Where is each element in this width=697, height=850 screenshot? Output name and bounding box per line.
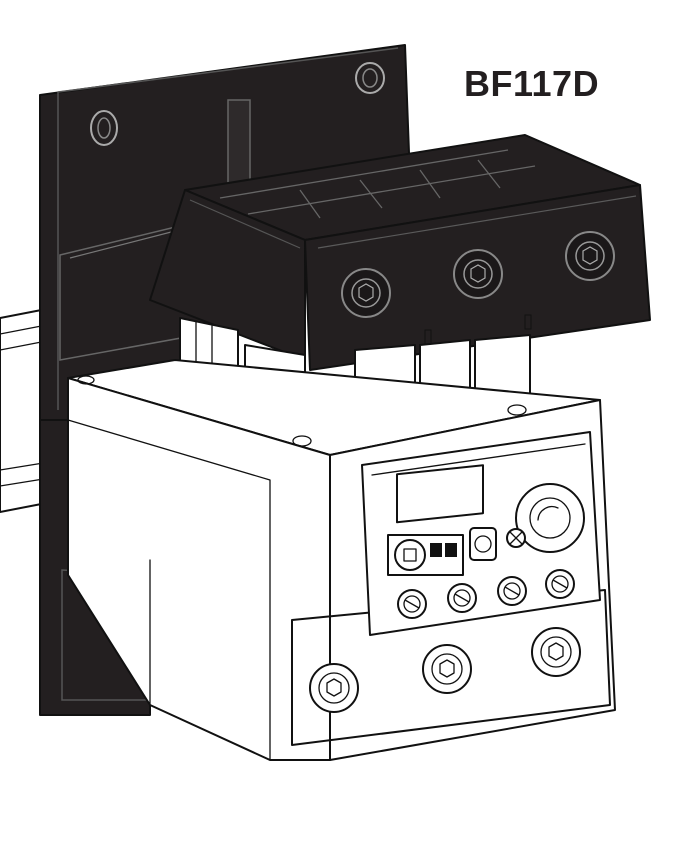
mounting-hole-icon [355,62,385,94]
reset-button-icon[interactable] [469,527,497,561]
terminal-screw-icon [453,249,503,299]
terminal-screw-icon [497,576,527,606]
terminal-screw-icon [447,583,477,613]
terminal-screw-icon [422,644,472,694]
terminal-screw-icon [545,569,575,599]
terminal-screw-icon [397,589,427,619]
model-label: BF117D [464,63,600,104]
mounting-hole-icon [90,110,118,146]
terminal-screw-icon [309,663,359,713]
dial-icon[interactable] [515,483,585,553]
terminal-screw-icon [341,268,391,318]
selector-switch-icon[interactable] [387,534,464,576]
terminal-block-icon [149,134,651,371]
terminal-screw-icon [565,231,615,281]
terminal-screw-icon [531,627,581,677]
control-panel [361,431,601,636]
stop-button-icon[interactable] [506,528,526,548]
